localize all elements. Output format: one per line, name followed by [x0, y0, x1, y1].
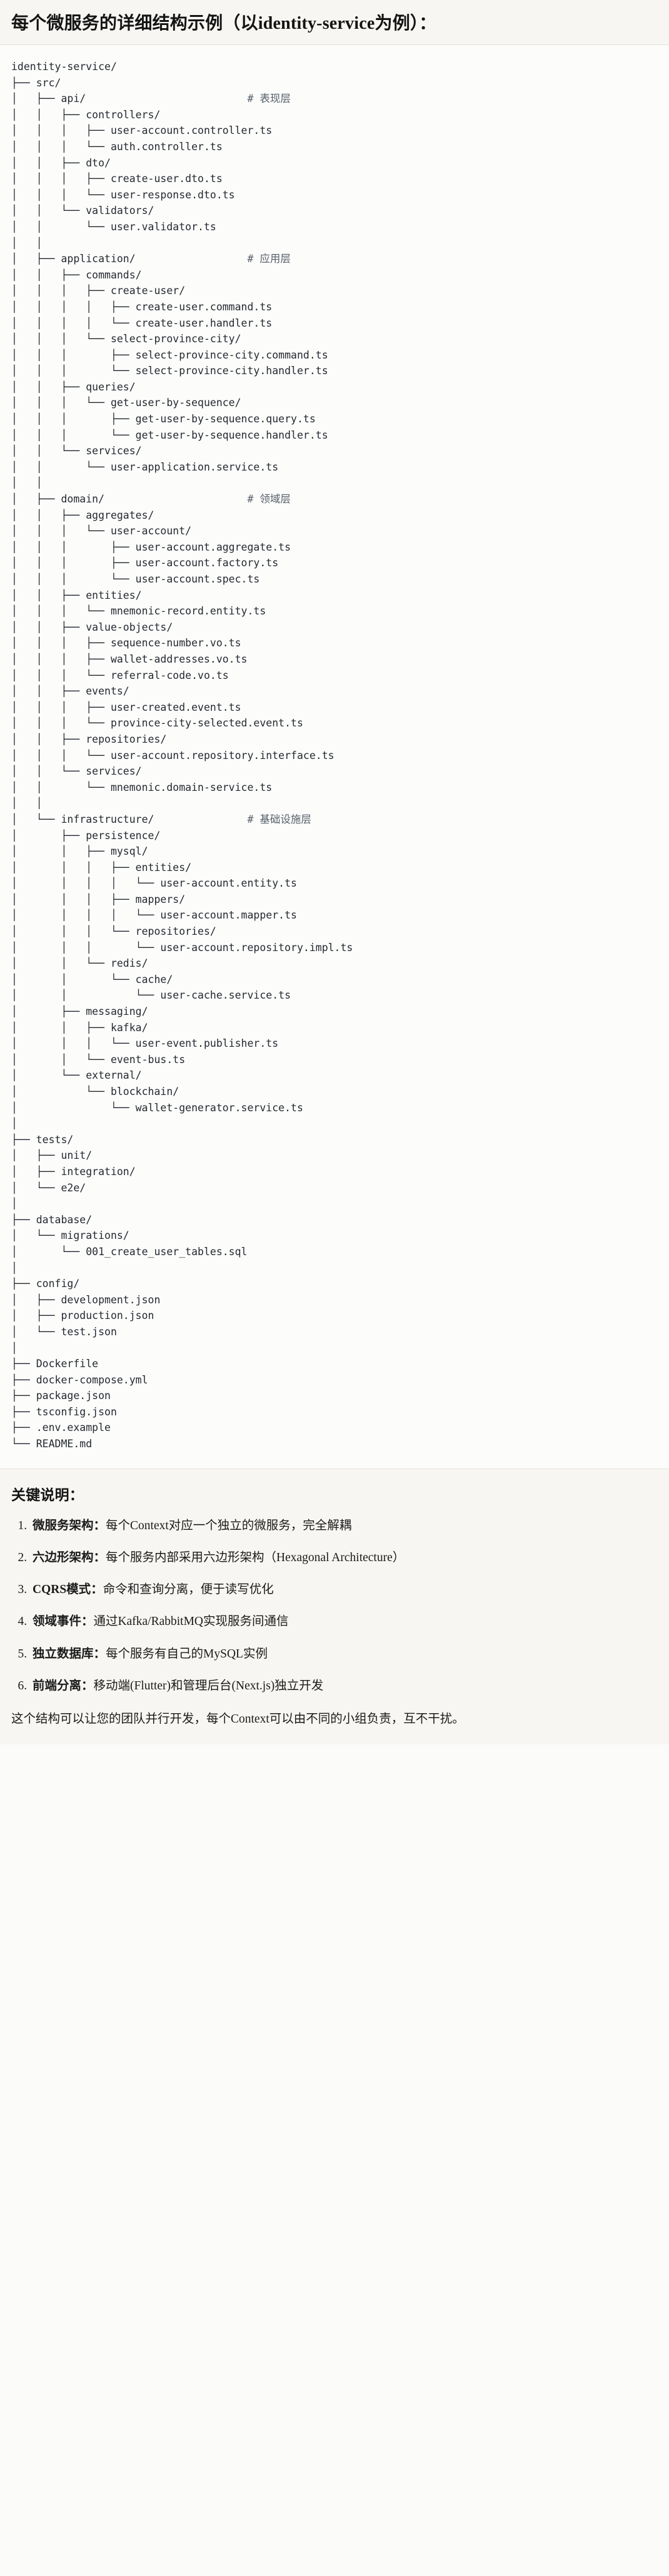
- document-page: 每个微服务的详细结构示例（以identity-service为例）： ident…: [0, 0, 669, 1744]
- note-term: 微服务架构: [33, 1519, 94, 1532]
- note-term: 领域事件: [33, 1615, 82, 1629]
- tree-layer-comment: # 应用层: [247, 253, 291, 265]
- directory-tree: identity-service/ ├── src/ │ ├── api/ # …: [11, 61, 353, 1450]
- note-separator: ：: [81, 1679, 94, 1693]
- list-item: 独立数据库：每个服务有自己的MySQL实例: [30, 1645, 658, 1663]
- note-separator: ：: [93, 1519, 106, 1532]
- key-notes-heading: 关键说明：: [11, 1487, 84, 1503]
- title-band: 每个微服务的详细结构示例（以identity-service为例）：: [0, 0, 669, 45]
- tree-layer-comment: # 基础设施层: [247, 813, 311, 825]
- note-description: 通过Kafka/RabbitMQ实现服务间通信: [93, 1615, 289, 1629]
- note-description: 每个服务有自己的MySQL实例: [106, 1647, 268, 1661]
- note-separator: ：: [91, 1583, 103, 1597]
- note-description: 每个Context对应一个独立的微服务，完全解耦: [106, 1519, 352, 1532]
- note-term: 前端分离: [33, 1679, 82, 1693]
- list-item: CQRS模式：命令和查询分离，便于读写优化: [30, 1581, 658, 1599]
- note-term: 六边形架构: [33, 1550, 94, 1564]
- note-term: 独立数据库: [33, 1647, 94, 1661]
- key-notes-section: 关键说明： 微服务架构：每个Context对应一个独立的微服务，完全解耦 六边形…: [0, 1469, 669, 1745]
- key-notes-list: 微服务架构：每个Context对应一个独立的微服务，完全解耦 六边形架构：每个服…: [11, 1517, 658, 1696]
- list-item: 微服务架构：每个Context对应一个独立的微服务，完全解耦: [30, 1517, 658, 1535]
- note-separator: ：: [81, 1615, 94, 1629]
- page-title: 每个微服务的详细结构示例（以identity-service为例）：: [11, 14, 437, 33]
- list-item: 领域事件：通过Kafka/RabbitMQ实现服务间通信: [30, 1612, 658, 1631]
- note-description: 每个服务内部采用六边形架构（Hexagonal Architecture）: [106, 1550, 405, 1564]
- note-term: CQRS模式: [33, 1583, 91, 1597]
- directory-tree-code-block: identity-service/ ├── src/ │ ├── api/ # …: [0, 45, 669, 1469]
- note-separator: ：: [93, 1550, 106, 1564]
- list-item: 前端分离：移动端(Flutter)和管理后台(Next.js)独立开发: [30, 1677, 658, 1695]
- closing-paragraph: 这个结构可以让您的团队并行开发，每个Context可以由不同的小组负责，互不干扰…: [11, 1713, 465, 1726]
- note-separator: ：: [93, 1647, 106, 1661]
- tree-layer-comment: # 表现层: [247, 93, 291, 105]
- list-item: 六边形架构：每个服务内部采用六边形架构（Hexagonal Architectu…: [30, 1549, 658, 1567]
- tree-layer-comment: # 领域层: [247, 493, 291, 506]
- note-description: 移动端(Flutter)和管理后台(Next.js)独立开发: [93, 1679, 324, 1693]
- note-description: 命令和查询分离，便于读写优化: [103, 1583, 274, 1597]
